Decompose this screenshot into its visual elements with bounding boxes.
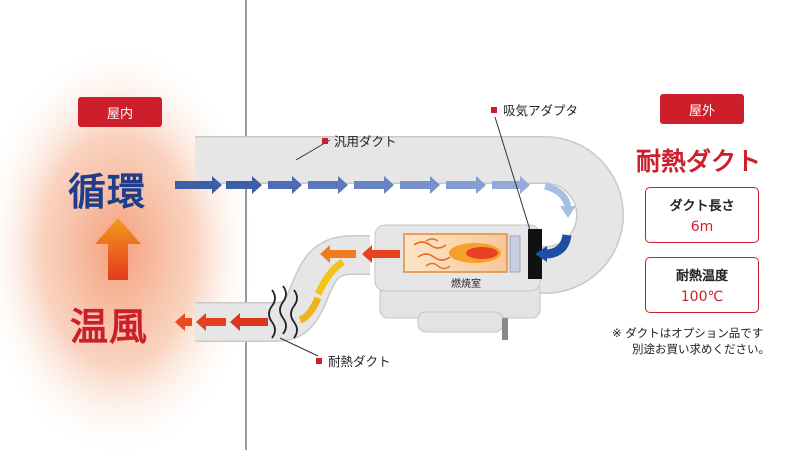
general-duct [195,136,624,294]
spec-heat-resistance: 耐熱温度 100℃ [645,257,759,313]
general-duct-label-text: 汎用ダクト [334,134,397,149]
intake-adapter-label: 吸気アダプタ [491,100,578,119]
indoor-tag: 屋内 [78,97,162,127]
circulation-label: 循環 [68,170,147,214]
spec-duct-length: ダクト長さ 6m [645,187,759,243]
heat-waves-icon [268,285,298,339]
circulation-up-arrow [95,218,141,280]
outdoor-tag: 屋外 [660,94,744,124]
label-marker-icon [322,137,328,144]
combustion-chamber-label: 燃焼室 [451,279,481,290]
heat-duct-leader-line [279,337,319,357]
option-note-line1: ※ ダクトはオプション品です [612,326,764,340]
general-duct-flow-arrows [175,176,576,262]
option-note-line2: 別途お買い求めください。 [632,342,770,356]
label-marker-icon [316,357,322,364]
combustion-chamber [403,233,508,273]
heat-duct-flow-arrows [175,245,400,331]
warm-air-label: 温風 [70,305,149,349]
heat-duct-heading: 耐熱ダクト [636,147,762,176]
heat-duct-label-text: 耐熱ダクト [328,354,391,369]
intake-adapter-label-text: 吸気アダプタ [503,103,579,118]
spec-duct-length-value: 6m [690,219,714,235]
label-marker-icon [491,106,497,113]
heat-duct-label: 耐熱ダクト [316,351,391,370]
spec-duct-length-label: ダクト長さ [669,199,735,214]
indoor-glow [0,40,258,450]
intake-leader-line [494,116,531,231]
spec-heat-resistance-value: 100℃ [680,289,724,305]
option-note: ※ ダクトはオプション品です 別途お買い求めください。 [612,325,770,357]
spec-heat-resistance-label: 耐熱温度 [675,269,728,284]
general-duct-label: 汎用ダクト [322,131,397,150]
